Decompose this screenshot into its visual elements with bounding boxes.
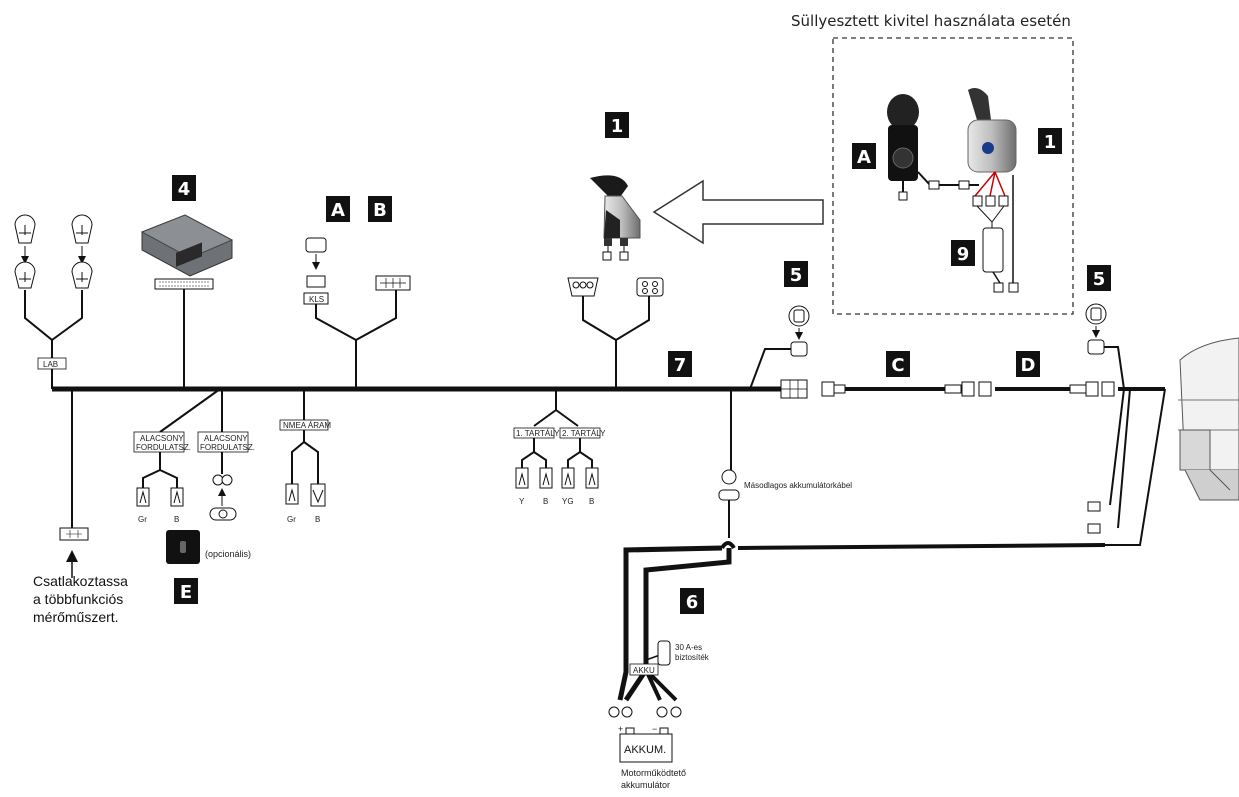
optional-switch-e: (opcionális) (166, 530, 251, 564)
inset-title: Süllyesztett kivitel használata esetén (791, 12, 1071, 30)
ecu-module (140, 214, 234, 389)
low-rpm-1-line-b: FORDULATSZ. (136, 443, 191, 452)
wire-b-1: B (174, 515, 179, 524)
gauge-note-2: a többfunkciós (33, 591, 123, 607)
badge-5-left: 5 (790, 265, 803, 286)
lab-branch: LAB (14, 214, 93, 389)
motor-side-wires (1087, 388, 1166, 546)
gauge-branch: Csatlakoztassa a többfunkciós mérőműszer… (33, 389, 128, 625)
badge-a-inset: A (857, 147, 871, 168)
motor-battery-label-2: akkumulátor (621, 780, 670, 790)
harness-connectors (780, 379, 1115, 399)
battery-plus: + (618, 724, 623, 734)
badge-c: C (891, 355, 904, 376)
control-lever-image (590, 175, 641, 261)
secondary-battery-label: Másodlagos akkumulátorkábel (744, 481, 852, 490)
akkum-label: AKKUM. (624, 744, 666, 756)
wire-b-4: B (589, 497, 594, 506)
badge-1-inset: 1 (1044, 132, 1057, 153)
low-rpm-branch-2: ALACSONY FORDULATSZ. (197, 389, 255, 521)
low-rpm-branch-1: ALACSONY FORDULATSZ. Gr B (133, 388, 221, 524)
fuse-label-1: 30 A-es (675, 643, 702, 652)
kls-label: KLS (309, 295, 324, 304)
wire-y: Y (519, 497, 525, 506)
wire-b-2: B (315, 515, 320, 524)
tank-1-label: 1. TARTÁLY (516, 429, 560, 438)
low-rpm-2-line-a: ALACSONY (204, 434, 248, 443)
outboard-motor-image (1178, 337, 1239, 501)
badge-5-right: 5 (1093, 269, 1106, 290)
badge-9: 9 (957, 244, 970, 265)
kls-branch: KLS (303, 237, 411, 389)
badge-7: 7 (674, 355, 687, 376)
fuse-label-2: biztosíték (675, 653, 710, 662)
tank-2-label: 2. TARTÁLY (562, 429, 606, 438)
gauge-note-1: Csatlakoztassa (33, 573, 128, 589)
secondary-battery-branch: Másodlagos akkumulátorkábel (718, 389, 852, 538)
lab-label: LAB (43, 360, 58, 369)
connector-5-right (1085, 303, 1125, 390)
wire-gr-1: Gr (138, 515, 147, 524)
battery: + − AKKUM. Motorműködtető akkumulátor (618, 724, 686, 790)
inset-frame (832, 37, 1074, 315)
tank-branch: 1. TARTÁLY 2. TARTÁLY Y B YG B (513, 389, 606, 506)
flush-mount-arrow (652, 179, 824, 245)
nmea-label: NMEA ÁRAM (283, 421, 331, 430)
wire-gr-2: Gr (287, 515, 296, 524)
motor-battery-label-1: Motorműködtető (621, 768, 686, 778)
wire-yg: YG (562, 497, 574, 506)
badge-e: E (180, 582, 192, 603)
badge-4: 4 (178, 179, 191, 200)
badge-d: D (1021, 355, 1036, 376)
wire-b-3: B (543, 497, 548, 506)
nmea-branch: NMEA ÁRAM Gr B (279, 389, 331, 524)
badge-6: 6 (686, 592, 699, 613)
lab-connector-pair-left (14, 214, 36, 289)
low-rpm-2-line-b: FORDULATSZ. (200, 443, 255, 452)
badge-a-main: A (331, 200, 345, 221)
lab-connector-pair-right (71, 214, 93, 289)
akku-label: AKKU (633, 666, 655, 675)
inset-control-lever (967, 88, 1019, 293)
inset-key-switch (887, 94, 970, 201)
badge-1-main: 1 (611, 116, 624, 137)
battery-minus: − (652, 724, 657, 734)
optional-label: (opcionális) (205, 549, 251, 559)
connector-5-left (749, 305, 810, 390)
control-lever-branch (567, 277, 664, 389)
badge-b-main: B (373, 200, 387, 221)
low-rpm-1-line-a: ALACSONY (140, 434, 184, 443)
battery-cables: 30 A-es biztosíték AKKU (608, 541, 1106, 718)
gauge-note-3: mérőműszert. (33, 609, 119, 625)
